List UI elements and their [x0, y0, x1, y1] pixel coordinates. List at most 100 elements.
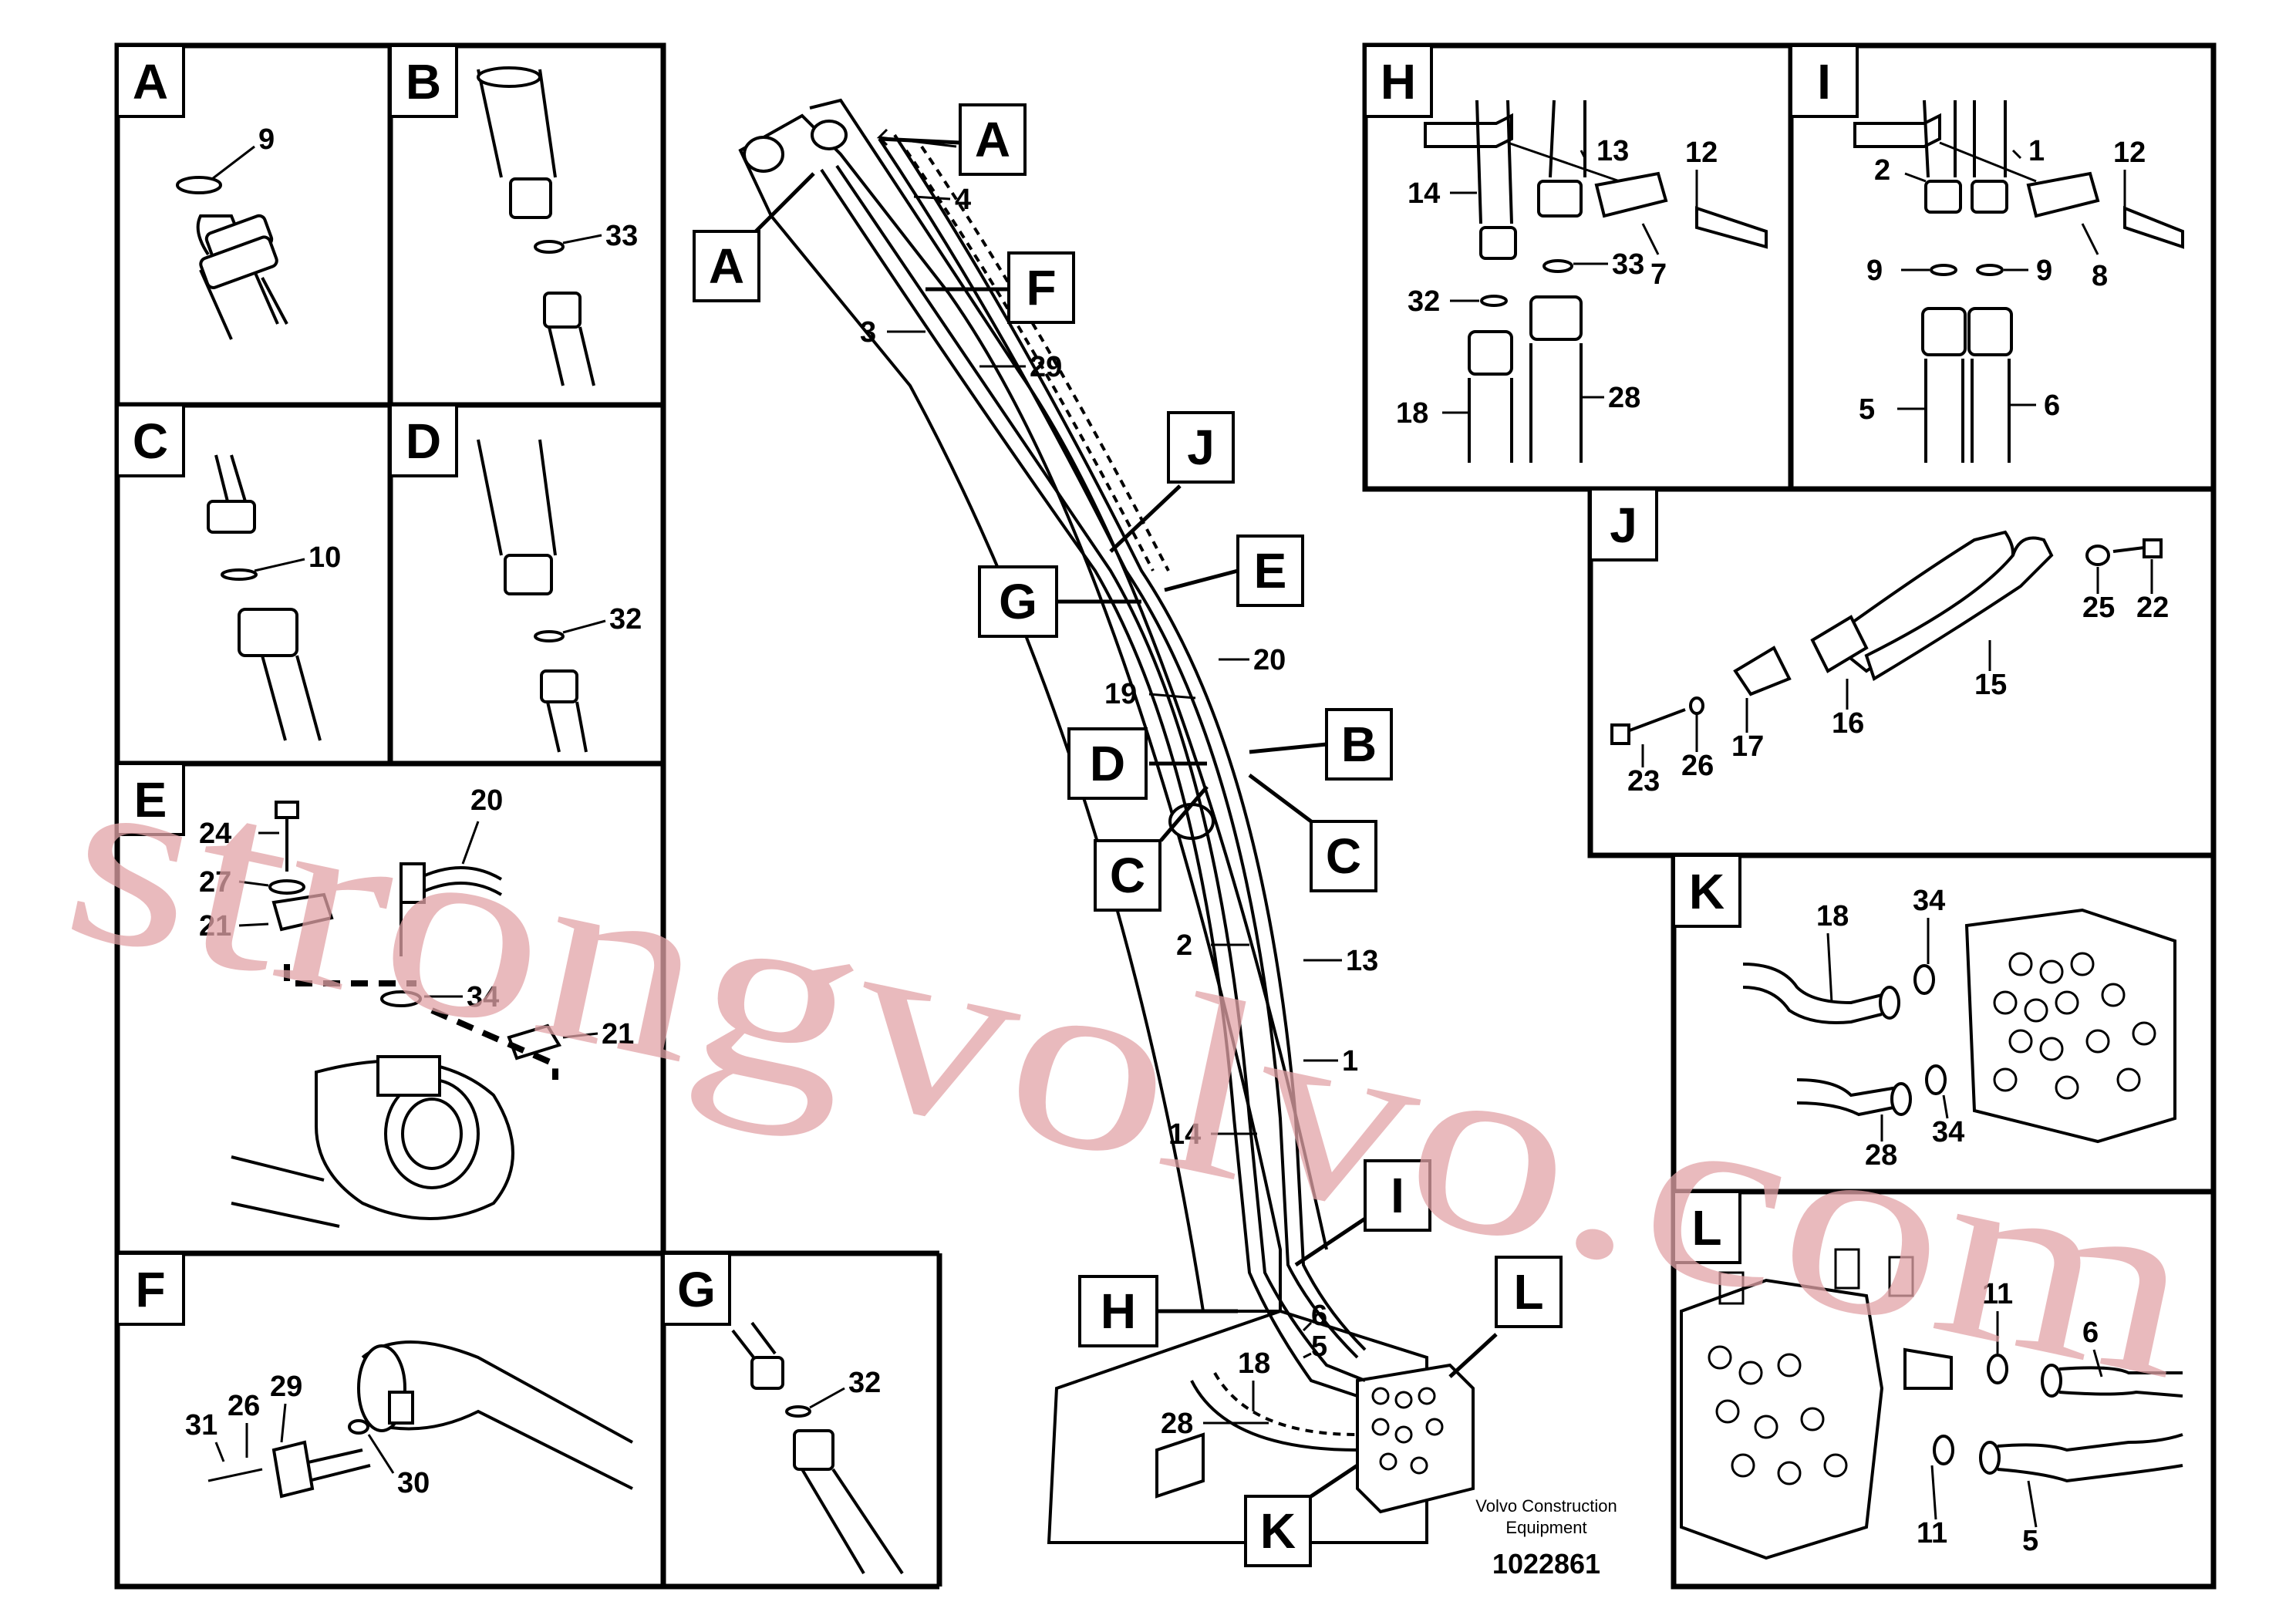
callout-h	[1078, 1275, 1158, 1347]
callout-j-letter: J	[1187, 420, 1215, 475]
main-part-6: 6	[1311, 1300, 1327, 1332]
callout-e	[1236, 534, 1304, 607]
callout-c-left-letter: C	[1110, 848, 1145, 903]
panel-c: C 10	[116, 403, 341, 741]
panel-b: B 33	[389, 44, 638, 386]
panel-e-part-34: 34	[467, 981, 499, 1013]
main-part-1: 1	[1342, 1045, 1358, 1077]
panel-a-letter-box	[116, 44, 185, 118]
callout-g-letter: G	[999, 574, 1037, 629]
panel-h-part-32: 32	[1408, 285, 1440, 318]
panel-k: K 18 34 28 34	[1672, 854, 2176, 1172]
panel-f: F 31 26 29 30	[116, 1252, 633, 1499]
panel-h-part-33: 33	[1612, 248, 1644, 281]
callout-c-right-letter: C	[1326, 828, 1361, 884]
panel-k-letter-box	[1672, 854, 1741, 928]
panel-h-letter-box	[1364, 44, 1433, 118]
panel-j-part-23: 23	[1627, 765, 1660, 798]
callout-i	[1364, 1159, 1431, 1232]
callout-b-letter: B	[1341, 717, 1377, 772]
panel-j-part-25: 25	[2082, 592, 2115, 624]
main-part-14: 14	[1168, 1118, 1201, 1151]
panel-i-part-9b: 9	[2036, 255, 2052, 287]
panel-k-part-34b: 34	[1932, 1116, 1964, 1148]
panel-b-letter: B	[406, 54, 441, 110]
panel-j-part-22: 22	[2136, 592, 2169, 624]
panel-c-letter-box	[116, 403, 185, 477]
panel-e-part-21a: 21	[199, 910, 231, 943]
main-part-18: 18	[1238, 1347, 1270, 1380]
panel-l-letter: L	[1691, 1200, 1721, 1256]
callout-f	[1007, 251, 1075, 324]
panel-k-letter: K	[1689, 864, 1725, 919]
callout-a-left	[693, 230, 760, 302]
panel-l-part-11a: 11	[1982, 1278, 2013, 1310]
panel-l-letter-box	[1672, 1190, 1741, 1264]
panel-l: L 11 6 11 5	[1672, 1190, 2183, 1560]
panel-h-part-12: 12	[1685, 137, 1718, 169]
callout-h-letter: H	[1101, 1283, 1136, 1339]
panel-i-part-8: 8	[2092, 260, 2108, 292]
caption-line2: Equipment	[1505, 1518, 1586, 1537]
panel-e-letter-box	[116, 762, 185, 836]
callout-f-letter: F	[1026, 260, 1056, 315]
callout-l-letter: L	[1513, 1264, 1543, 1320]
panel-j-part-16: 16	[1832, 707, 1864, 740]
panel-e-part-20: 20	[470, 784, 503, 817]
main-part-29: 29	[1030, 351, 1062, 383]
panel-b-letter-box	[389, 44, 458, 118]
main-part-13: 13	[1346, 945, 1378, 977]
panel-f-letter: F	[135, 1262, 165, 1317]
panel-e-part-27: 27	[199, 866, 231, 899]
main-part-28: 28	[1161, 1408, 1193, 1440]
callout-b	[1325, 708, 1393, 781]
panel-d: D 32	[389, 403, 642, 753]
callout-d-letter: D	[1090, 736, 1125, 791]
main-part-numbers: 4 3 29 20 19 2 13 1 14 6 5 18 28	[860, 184, 1378, 1440]
panel-i: I 1 12 2 9 9 8 5 6	[1789, 44, 2184, 463]
panel-h-part-28: 28	[1608, 382, 1640, 414]
caption-line1: Volvo Construction	[1475, 1496, 1617, 1516]
callout-g	[978, 565, 1058, 638]
document-number: 1022861	[1492, 1548, 1600, 1580]
panel-i-part-6: 6	[2044, 389, 2060, 422]
main-part-2: 2	[1176, 929, 1192, 962]
panel-h-part-7: 7	[1650, 258, 1667, 291]
panel-j-letter: J	[1610, 497, 1637, 553]
callout-k	[1244, 1495, 1312, 1567]
panel-a: A 9	[116, 44, 288, 340]
panel-e-part-24: 24	[199, 818, 231, 850]
panel-e-part-21b: 21	[602, 1018, 634, 1050]
panel-k-part-34a: 34	[1913, 885, 1945, 917]
panel-f-part-31: 31	[185, 1409, 217, 1442]
main-part-20: 20	[1253, 644, 1286, 676]
callout-a-top	[959, 103, 1027, 176]
panel-c-part-10: 10	[308, 541, 341, 574]
main-callouts: A A F J E G B D C C I H	[693, 103, 1563, 1567]
callout-l	[1495, 1256, 1563, 1328]
panel-h-part-13: 13	[1596, 135, 1629, 167]
panel-i-part-9a: 9	[1866, 255, 1883, 287]
panel-j-letter-box	[1589, 487, 1658, 561]
callout-j	[1167, 411, 1235, 484]
panel-f-part-30: 30	[397, 1467, 430, 1499]
panel-d-letter: D	[406, 413, 441, 469]
callout-c-right	[1310, 820, 1377, 892]
panel-j: J 25 22 15 16 17 26 23	[1589, 487, 2169, 798]
main-part-4: 4	[955, 184, 971, 216]
panel-h: H 13 12 14 33 7 32 18 28	[1364, 44, 1768, 463]
callout-k-letter: K	[1260, 1503, 1296, 1559]
main-part-3: 3	[860, 316, 876, 349]
panel-k-part-18: 18	[1816, 900, 1849, 932]
panel-f-letter-box	[116, 1252, 185, 1326]
panel-c-letter: C	[133, 413, 168, 469]
panel-h-letter: H	[1381, 54, 1416, 110]
panel-i-part-1: 1	[2028, 135, 2045, 167]
panel-g-letter: G	[677, 1262, 716, 1317]
panel-l-part-6: 6	[2082, 1317, 2099, 1349]
panel-e-letter: E	[134, 772, 167, 828]
panel-g: G 32	[662, 1252, 904, 1575]
panel-h-part-18: 18	[1396, 397, 1428, 430]
main-part-5: 5	[1311, 1330, 1327, 1363]
